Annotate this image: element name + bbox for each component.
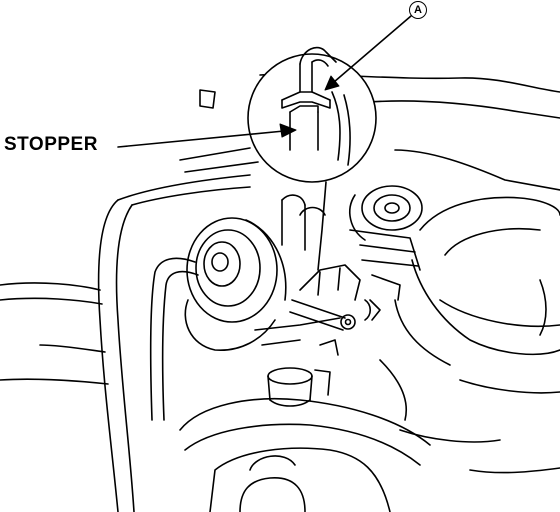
detail-magnifier <box>247 46 377 183</box>
engine-components-right <box>281 185 423 321</box>
lower-fitting <box>267 339 339 407</box>
linkage-rod <box>289 264 372 331</box>
vacuum-hose <box>149 257 199 421</box>
callout-a-icon: A <box>409 1 427 19</box>
detail-leader-line <box>317 181 327 271</box>
lower-manifold <box>179 359 560 512</box>
egr-valve <box>184 217 341 351</box>
stopper-label: STOPPER <box>4 134 98 155</box>
hose-left <box>0 174 251 512</box>
callout-a-arrow <box>324 15 412 91</box>
air-cleaner-housing <box>394 196 560 394</box>
stopper-arrow <box>117 123 297 148</box>
